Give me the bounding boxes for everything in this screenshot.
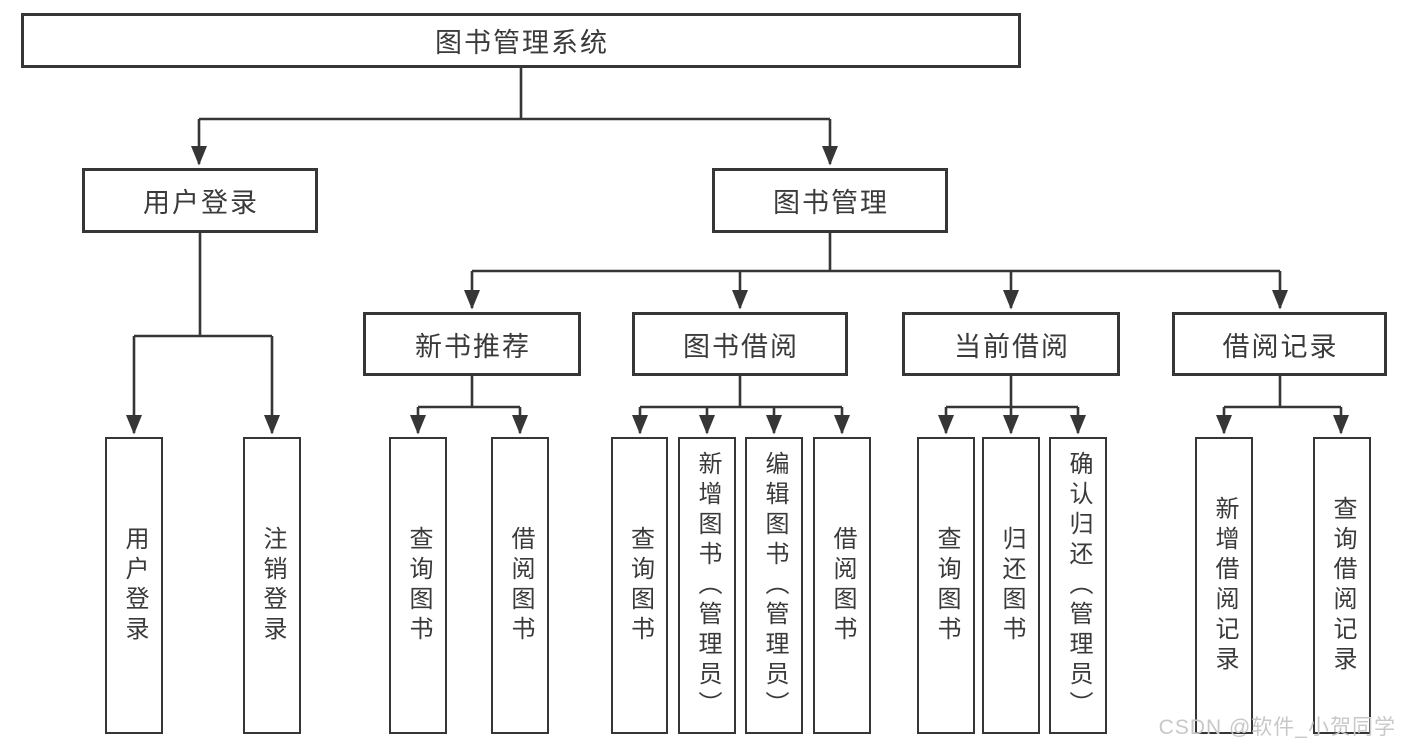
node-user-login: 用户登录: [82, 168, 318, 233]
leaf-current-query-books: 查询图书: [917, 437, 975, 734]
leaf-label: 编辑图书（管理员）: [761, 450, 788, 721]
leaf-borrow-borrow-books: 借阅图书: [813, 437, 871, 734]
leaf-label: 查询图书: [405, 525, 432, 646]
node-label: 图书管理: [773, 188, 889, 218]
leaf-label: 用户登录: [121, 525, 148, 646]
leaf-user-login: 用户登录: [105, 437, 163, 734]
node-label: 新书推荐: [415, 331, 531, 362]
leaf-label: 查询借阅记录: [1329, 495, 1356, 676]
node-label: 图书管理系统: [435, 28, 609, 58]
node-book-management: 图书管理: [712, 168, 948, 233]
connector-user-login-children: [126, 233, 280, 435]
node-library-system-root: 图书管理系统: [21, 13, 1021, 68]
leaf-current-return-books: 归还图书: [982, 437, 1040, 734]
node-label: 当前借阅: [954, 331, 1070, 362]
node-new-book-recommend: 新书推荐: [363, 312, 581, 376]
connector-book-borrow-children: [632, 376, 850, 435]
leaf-label: 新增借阅记录: [1211, 495, 1238, 676]
leaf-label: 借阅图书: [507, 525, 534, 646]
connector-borrow-record-children: [1216, 376, 1349, 435]
leaf-label: 借阅图书: [829, 525, 856, 646]
leaf-label: 查询图书: [933, 525, 960, 646]
leaf-label: 新增图书（管理员）: [694, 450, 721, 721]
leaf-record-add-borrow-record: 新增借阅记录: [1195, 437, 1253, 734]
leaf-borrow-edit-books-admin: 编辑图书（管理员）: [745, 437, 803, 734]
node-label: 用户登录: [143, 188, 259, 218]
leaf-label: 注销登录: [259, 525, 286, 646]
node-current-borrow: 当前借阅: [902, 312, 1120, 376]
node-borrow-record: 借阅记录: [1172, 312, 1387, 376]
leaf-record-query-borrow-record: 查询借阅记录: [1313, 437, 1371, 734]
csdn-watermark: CSDN @软件_小贺同学: [1158, 716, 1396, 739]
connector-root-to-level2: [191, 68, 838, 166]
leaf-current-confirm-return-admin: 确认归还（管理员）: [1049, 437, 1107, 734]
connector-book-mgmt-children: [464, 233, 1288, 310]
leaf-label: 归还图书: [998, 525, 1025, 646]
leaf-recommend-query-books: 查询图书: [389, 437, 447, 734]
node-label: 图书借阅: [683, 331, 799, 362]
leaf-borrow-add-books-admin: 新增图书（管理员）: [678, 437, 736, 734]
leaf-recommend-borrow-books: 借阅图书: [491, 437, 549, 734]
node-book-borrow: 图书借阅: [632, 312, 848, 376]
leaf-logout: 注销登录: [243, 437, 301, 734]
leaf-borrow-query-books: 查询图书: [611, 437, 668, 734]
leaf-label: 查询图书: [626, 525, 654, 646]
connector-new-book-children: [410, 376, 528, 435]
connector-current-borrow-children: [938, 376, 1086, 435]
node-label: 借阅记录: [1222, 331, 1339, 362]
leaf-label: 确认归还（管理员）: [1065, 450, 1092, 721]
